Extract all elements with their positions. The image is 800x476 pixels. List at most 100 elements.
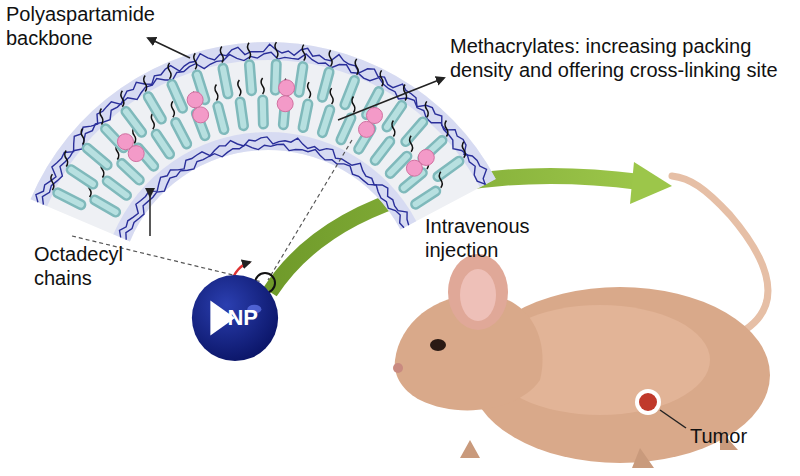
injection-arrowhead — [630, 162, 672, 204]
mouse-ear-inner — [460, 269, 496, 321]
octadecyl-chain — [438, 161, 459, 176]
octadecyl-highlight — [126, 112, 142, 133]
octadecyl-highlight — [406, 122, 423, 142]
methacrylate — [193, 107, 209, 123]
linker — [121, 91, 124, 107]
leader-arrow — [149, 196, 151, 236]
linker — [302, 45, 305, 61]
linker — [65, 150, 68, 166]
octadecyl-highlight — [156, 134, 169, 154]
octadecyl-highlight — [438, 161, 459, 176]
octadecyl-highlight — [390, 156, 407, 173]
linker — [51, 174, 54, 190]
octadecyl-highlight — [387, 106, 402, 127]
linker — [352, 97, 355, 113]
linker — [144, 75, 147, 91]
mouse-nose — [393, 363, 403, 373]
methacrylate — [406, 160, 422, 176]
octadecyl-highlight — [87, 148, 107, 165]
linker — [380, 70, 383, 86]
node-text: NP — [227, 305, 258, 331]
linker — [261, 78, 264, 94]
octadecyl-highlight — [172, 84, 183, 108]
polymer-backbone — [42, 52, 485, 204]
octadecyl-chain — [122, 164, 140, 180]
linker — [194, 53, 197, 69]
octadecyl-highlight — [341, 118, 351, 140]
methacrylate — [279, 80, 295, 96]
octadecyl-chain — [416, 191, 436, 204]
octadecyl-highlight — [299, 67, 303, 93]
tumor-ring — [635, 389, 661, 415]
octadecyl-chain — [345, 80, 355, 104]
octadecyl-highlight — [416, 191, 436, 204]
octadecyl-highlight — [58, 193, 81, 205]
linker — [215, 85, 218, 101]
octadecyl-chain — [240, 102, 243, 126]
octadecyl-chain — [249, 65, 251, 91]
linker — [100, 108, 103, 124]
octadecyl-chain — [58, 193, 81, 205]
octadecyl-chain — [126, 112, 142, 133]
octadecyl-highlight — [176, 123, 187, 144]
linker — [355, 59, 358, 75]
octadecyl-chain — [375, 141, 390, 160]
octadecyl-chain — [107, 181, 126, 195]
octadecyl-label: Octadecyl chains — [34, 242, 164, 290]
polymer-backbone — [36, 44, 487, 202]
mouse — [393, 176, 770, 468]
inner-corona — [113, 132, 416, 241]
linker — [168, 63, 171, 79]
octadecyl-chain — [322, 110, 329, 133]
linker — [329, 50, 332, 66]
linker — [171, 101, 174, 117]
octadecyl-highlight — [322, 72, 329, 97]
linker — [238, 80, 241, 96]
octadecyl-chain — [95, 200, 116, 212]
injection-label: Intravenous injection — [425, 214, 565, 262]
octadecyl-highlight — [375, 141, 390, 160]
octadecyl-chain — [176, 123, 187, 144]
octadecyl-chain — [87, 148, 107, 165]
linker — [81, 128, 84, 144]
methacrylate — [128, 146, 144, 162]
methacrylate-label: Methacrylates: increasing packing densit… — [450, 34, 795, 82]
octadecyl-highlight — [240, 102, 243, 126]
tumor-dot — [639, 393, 657, 411]
octadecyl-chain — [257, 100, 269, 124]
linker — [220, 46, 223, 62]
octadecyl-chain — [406, 122, 423, 142]
backbone-label: Polyaspartamide backbone — [6, 2, 146, 50]
octadecyl-highlight — [148, 97, 161, 119]
methacrylate — [359, 121, 375, 137]
leader-arrow — [148, 38, 190, 58]
octadecyl-chain — [387, 106, 402, 127]
methacrylate — [277, 96, 293, 112]
octadecyl-highlight — [249, 65, 251, 91]
octadecyl-chain — [390, 156, 407, 173]
methacrylate — [187, 92, 203, 108]
linker — [308, 82, 311, 98]
linker — [462, 142, 465, 158]
octadecyl-highlight — [345, 80, 355, 104]
octadecyl-chain — [322, 72, 329, 97]
leader-arrow — [338, 78, 444, 120]
octadecyl-highlight — [71, 170, 93, 184]
octadecyl-highlight — [218, 106, 224, 129]
nanoparticle-fill — [192, 275, 278, 361]
octadecyl-chain — [223, 68, 228, 94]
octadecyl-highlight — [122, 164, 140, 180]
octadecyl-chain — [172, 84, 183, 108]
octadecyl-chain — [341, 118, 351, 140]
tumor-label: Tumor — [690, 424, 790, 448]
linker — [392, 121, 395, 137]
octadecyl-chain — [156, 134, 169, 154]
leader-line — [660, 410, 686, 428]
linker — [330, 88, 333, 104]
octadecyl-highlight — [322, 110, 329, 133]
octadecyl-highlight — [303, 104, 308, 128]
octadecyl-chain — [303, 104, 308, 128]
linker — [425, 101, 428, 117]
linker — [410, 136, 413, 152]
mouse-eye — [430, 339, 446, 351]
